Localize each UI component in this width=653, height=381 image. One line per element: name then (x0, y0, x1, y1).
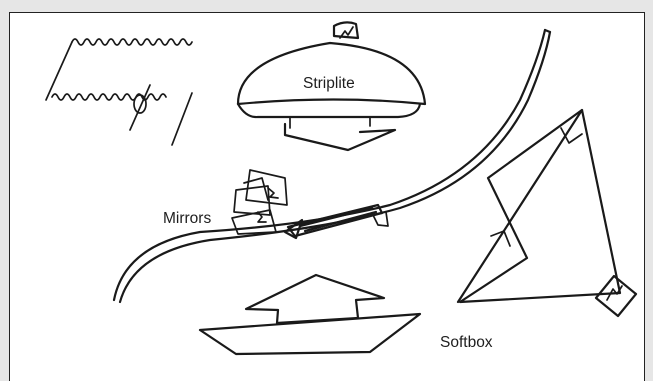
softbox-fixture (200, 275, 420, 354)
striplite-label: Striplite (303, 75, 355, 93)
softbox-label: Softbox (440, 334, 493, 352)
right-triangle-panel (458, 110, 636, 316)
wavy-panel (46, 39, 192, 145)
mirrors-label: Mirrors (163, 210, 211, 228)
